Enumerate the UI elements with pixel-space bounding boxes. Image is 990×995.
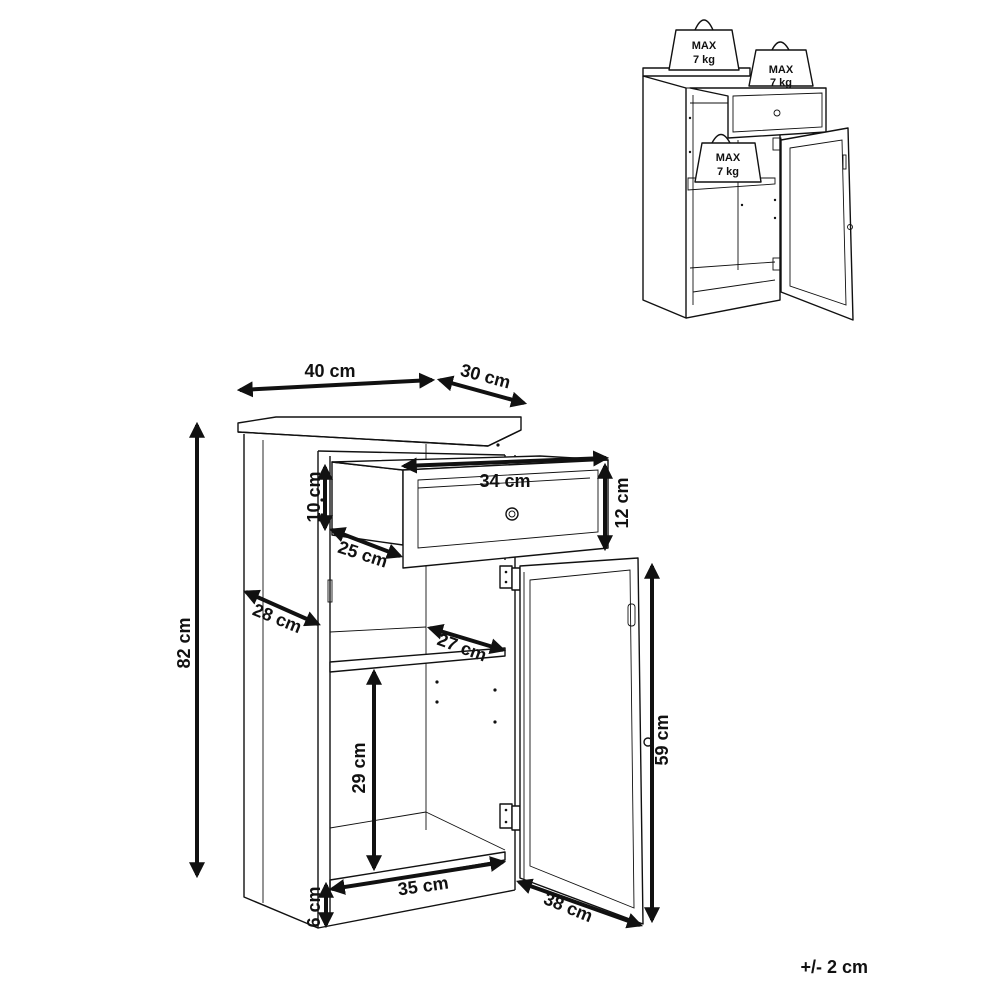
- weight-label-line1: MAX: [769, 64, 794, 76]
- dim-base-height-label: 6 cm: [304, 886, 324, 927]
- weight-label-line1: MAX: [716, 152, 741, 164]
- knob-icon: [505, 507, 519, 521]
- weight-label-line2: 7 kg: [717, 166, 739, 178]
- dim-drawer-width-label: 34 cm: [479, 471, 530, 491]
- dim-inner-height-label: 29 cm: [349, 742, 369, 793]
- cabinet-main-drawing: [237, 416, 653, 929]
- cabinet-thumbnail: MAX 7 kg MAX 7 kg MAX 7 kg: [642, 19, 854, 321]
- hinge-icon: [499, 565, 521, 591]
- weight-icon: MAX 7 kg: [748, 41, 814, 89]
- weight-icon: MAX 7 kg: [694, 133, 762, 183]
- dimension-arrows: [189, 372, 660, 929]
- dim-door-height-label: 59 cm: [652, 714, 672, 765]
- weight-label-line2: 7 kg: [693, 54, 715, 66]
- dim-height-label: 82 cm: [174, 617, 194, 668]
- weight-icon: MAX 7 kg: [668, 19, 740, 71]
- dim-drawer-inner-height-label: 10 cm: [304, 471, 324, 522]
- dim-width-label: 40 cm: [304, 361, 355, 381]
- dim-drawer-front-height-label: 12 cm: [612, 477, 632, 528]
- weight-label-line1: MAX: [692, 40, 717, 52]
- hinge-icon: [499, 803, 521, 831]
- tolerance-note: +/- 2 cm: [800, 957, 868, 977]
- weight-label-line2: 7 kg: [770, 77, 792, 89]
